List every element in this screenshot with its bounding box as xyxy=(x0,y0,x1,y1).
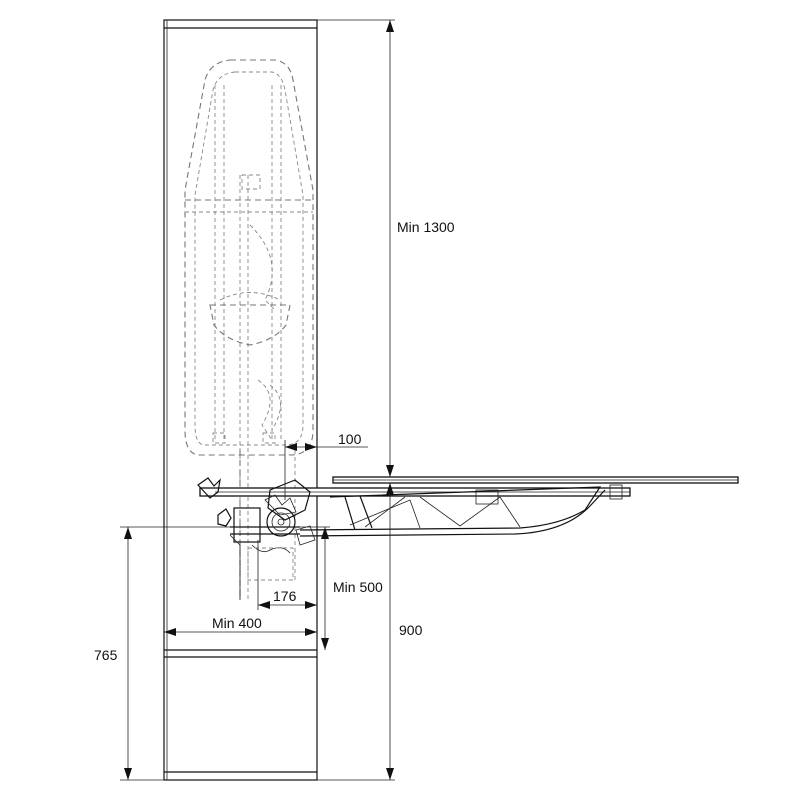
dimension-min-400: Min 400 xyxy=(164,615,317,636)
hinge-mechanism xyxy=(197,477,316,600)
label-900: 900 xyxy=(399,622,423,638)
cabinet xyxy=(163,19,318,781)
label-min-500: Min 500 xyxy=(333,579,383,595)
label-176: 176 xyxy=(273,588,297,604)
label-100: 100 xyxy=(338,431,362,447)
label-min-400: Min 400 xyxy=(212,615,262,631)
dimension-900: 900 xyxy=(317,483,423,781)
extended-board xyxy=(199,476,739,537)
folded-board-hidden xyxy=(184,59,314,600)
dimension-100: 100 xyxy=(284,431,368,500)
dimension-176: 176 xyxy=(257,540,317,610)
dimension-765: 765 xyxy=(94,526,235,781)
dimension-min-1300: Min 1300 xyxy=(317,19,455,477)
dimension-min-500: Min 500 xyxy=(290,526,383,650)
label-min-1300: Min 1300 xyxy=(397,219,455,235)
label-765: 765 xyxy=(94,647,118,663)
